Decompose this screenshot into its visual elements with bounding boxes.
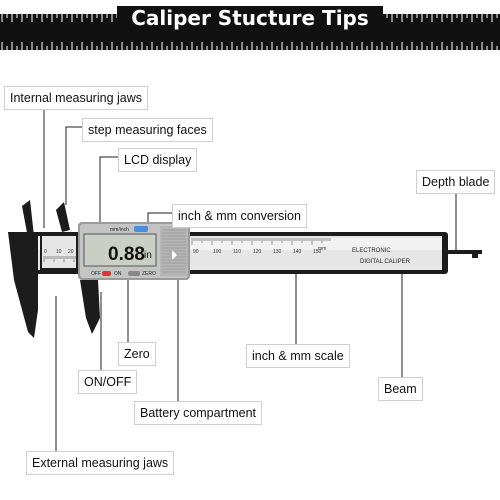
off-label: OFF [91,271,101,277]
jaw-scale-numbers: 0 10 20 [43,249,77,262]
fixed-jaws [8,200,38,338]
battery-compartment [162,229,186,273]
callout-step-faces: step measuring faces [82,118,213,142]
scale-unit-label: mm [318,246,326,252]
beam-number: 100 [213,249,222,255]
leader-lcd [99,156,118,224]
beam-number: 130 [273,249,282,255]
callout-beam: Beam [378,377,423,401]
callout-internal-jaws: Internal measuring jaws [4,86,149,110]
callout-lcd-display: LCD display [118,148,198,172]
mode-button[interactable] [134,226,148,232]
jaw-number: 10 [56,249,62,255]
lcd-reading: 0.88 [108,244,145,265]
on-label: ON [114,271,122,277]
beam-number: 140 [293,249,302,255]
lcd-screen [83,233,157,267]
beam-number: 120 [253,249,262,255]
lcd-unit: in [144,250,152,261]
callout-zero: Zero [118,342,156,366]
callout-depth-blade: Depth blade [416,170,496,194]
beam-number: 110 [233,249,241,255]
thumb-roller-arrow [172,250,177,260]
callout-inch-mm-scale: inch & mm scale [246,344,350,368]
power-button[interactable] [102,271,111,276]
callout-on-off: ON/OFF [78,370,138,394]
beam-number: 150 [313,249,322,255]
slider-body [40,202,190,334]
beam-scale-ticks [191,238,331,245]
beam-number: 90 [193,249,199,255]
brand-line-2: DIGITAL CALIPER [360,259,411,265]
jaw-number: 0 [44,249,47,255]
leader-step-faces [65,126,82,205]
leader-lines [43,104,457,458]
callout-external-jaws: External measuring jaws [26,451,175,475]
depth-blade [446,250,482,258]
beam-scale-numbers: 90 100 110 120 130 140 150 [193,249,322,255]
callout-conversion: inch & mm conversion [172,204,307,228]
zero-button[interactable] [128,271,140,276]
page-title: Caliper Stucture Tips [117,6,383,30]
jaw-number: 20 [68,249,74,255]
title-wrap: Caliper Stucture Tips [0,0,500,36]
brand-line-1: ELECTRONIC [352,248,391,254]
zero-label: ZERO [142,271,156,277]
mode-button-label: mm/inch [110,227,129,233]
callout-battery: Battery compartment [134,401,263,425]
